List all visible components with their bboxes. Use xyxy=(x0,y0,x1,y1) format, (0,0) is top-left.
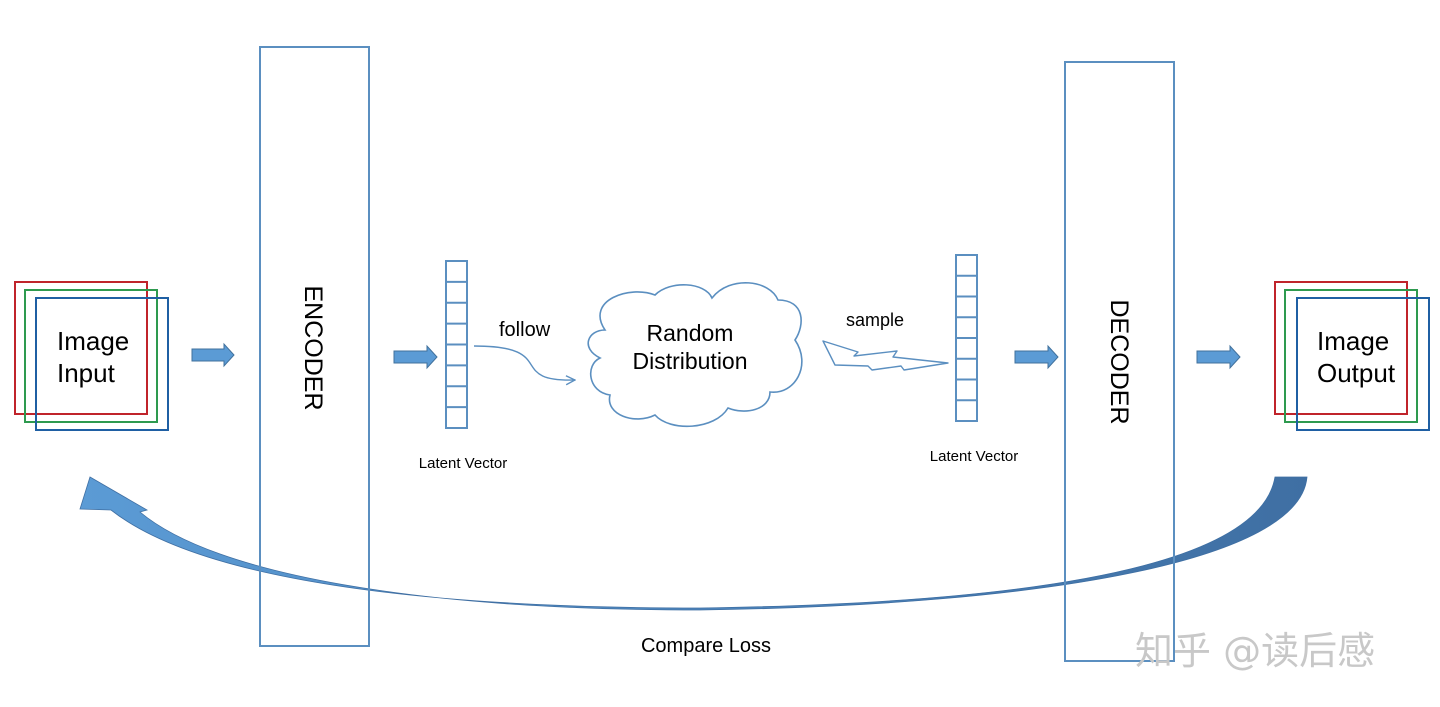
latent-vector-right-label: Latent Vector xyxy=(930,448,1018,465)
arrow-input-to-encoder xyxy=(191,342,235,368)
encoder-box xyxy=(259,46,370,647)
encoder-block: ENCODER xyxy=(259,46,370,647)
random-distribution-line2: Distribution xyxy=(632,348,747,374)
arrow-latent-to-decoder xyxy=(1014,344,1059,370)
follow-connector xyxy=(473,345,575,380)
image-output-label-line2: Output xyxy=(1317,358,1396,388)
latent-vector-left-cells xyxy=(446,280,467,409)
random-distribution-cloud: Random Distribution xyxy=(587,282,803,428)
encoder-label: ENCODER xyxy=(299,285,327,410)
image-output-frames: Image Output xyxy=(1274,281,1430,431)
image-input-label-line1: Image xyxy=(57,326,129,356)
image-input-red-frame xyxy=(14,281,148,415)
image-output-blue-frame xyxy=(1296,297,1430,431)
image-input-frames: Image Input xyxy=(14,281,169,431)
latent-vector-left-label: Latent Vector xyxy=(419,455,507,472)
latent-vector-right-cells xyxy=(956,274,977,402)
follow-label: follow xyxy=(499,319,551,341)
image-input-green-frame xyxy=(24,289,158,423)
watermark: 知乎 @读后感 xyxy=(1135,629,1375,673)
image-output-label-line1: Image xyxy=(1317,326,1389,356)
image-output-red-frame xyxy=(1274,281,1408,415)
image-output-green-frame xyxy=(1284,289,1418,423)
compare-loss-arrow xyxy=(79,476,1308,611)
arrow-encoder-to-latent xyxy=(393,344,438,370)
compare-loss-label: Compare Loss xyxy=(641,635,771,657)
decoder-box xyxy=(1064,61,1175,662)
decoder-label: DECODER xyxy=(1105,299,1133,424)
decoder-block: DECODER xyxy=(1064,61,1175,662)
sample-label: sample xyxy=(846,310,904,330)
image-input-label-line2: Input xyxy=(57,358,116,388)
image-input-blue-frame xyxy=(35,297,169,431)
latent-vector-left: Latent Vector xyxy=(419,260,507,472)
cloud-shape xyxy=(587,282,803,428)
random-distribution-line1: Random xyxy=(647,320,734,346)
latent-vector-right: Latent Vector xyxy=(930,254,1018,465)
sample-lightning xyxy=(822,340,949,371)
arrow-decoder-to-output xyxy=(1196,344,1241,370)
